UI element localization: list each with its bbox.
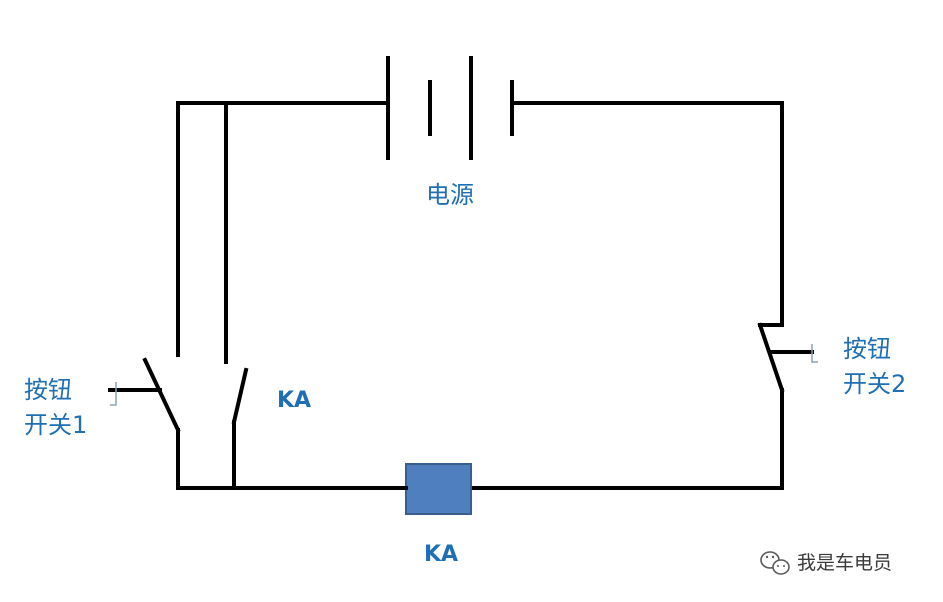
watermark: 我是车电员 <box>760 551 892 575</box>
switch2-blade <box>757 322 785 393</box>
relay-coil <box>405 463 472 515</box>
relay-contact-ka <box>231 367 249 425</box>
switch1-pointer <box>110 382 117 406</box>
switch2-label-line1: 按钮 <box>843 335 891 363</box>
wechat-icon <box>760 551 790 575</box>
watermark-text: 我是车电员 <box>797 552 892 574</box>
relay-contact-label: KA <box>277 388 311 413</box>
ka-contact-blade <box>231 367 249 425</box>
switch2-pointer <box>811 344 818 363</box>
switch1-label-line1: 按钮 <box>24 376 72 404</box>
push-button-switch-2 <box>757 322 818 393</box>
power-source-label: 电源 <box>426 181 474 209</box>
relay-coil-label: KA <box>424 542 458 567</box>
push-button-switch-1 <box>108 357 181 433</box>
switch2-label-line2: 开关2 <box>843 370 906 398</box>
switch1-label-line2: 开关1 <box>24 411 87 439</box>
switch1-blade <box>142 357 181 433</box>
battery-symbol <box>386 56 514 160</box>
